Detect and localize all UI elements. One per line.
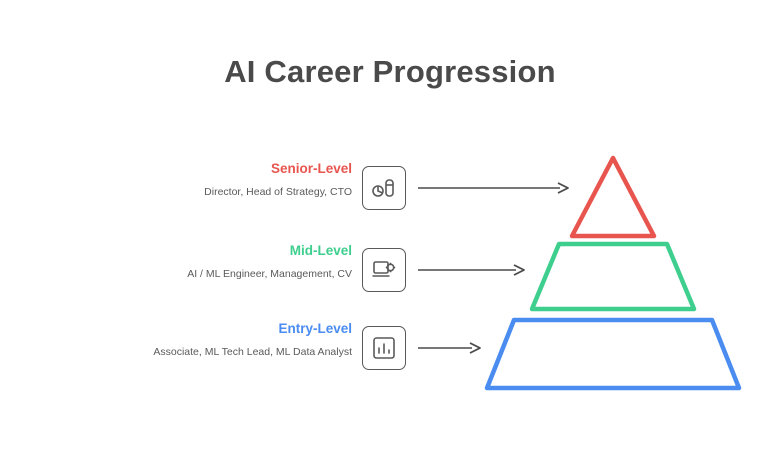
tier-row: Entry-Level Associate, ML Tech Lead, ML … [0,320,780,390]
tier-label-entry: Entry-Level [278,321,352,336]
tier-label-mid: Mid-Level [289,243,352,258]
tier-description-senior: Director, Head of Strategy, CTO [204,186,352,198]
tier-text-block: Senior-Level Director, Head of Strategy,… [40,160,352,200]
pyramid-segment-mid [529,241,697,312]
progression-arrow [418,181,570,195]
bar-chart-icon [362,326,406,370]
tier-description-entry: Associate, ML Tech Lead, ML Data Analyst [153,346,352,358]
strategy-chart-icon [362,166,406,210]
progression-arrow [418,341,482,355]
career-pyramid [484,155,742,391]
progression-arrow [418,263,526,277]
pyramid-segment-entry [484,317,742,391]
tier-text-block: Entry-Level Associate, ML Tech Lead, ML … [40,320,352,360]
tier-text-block: Mid-Level AI / ML Engineer, Management, … [40,242,352,282]
tier-label-senior: Senior-Level [270,161,352,176]
tier-row: Senior-Level Director, Head of Strategy,… [0,160,780,230]
tier-description-mid: AI / ML Engineer, Management, CV [187,268,352,280]
laptop-gear-icon [362,248,406,292]
page-title: AI Career Progression [224,54,556,89]
tier-row: Mid-Level AI / ML Engineer, Management, … [0,242,780,312]
pyramid-segment-senior [569,155,657,239]
